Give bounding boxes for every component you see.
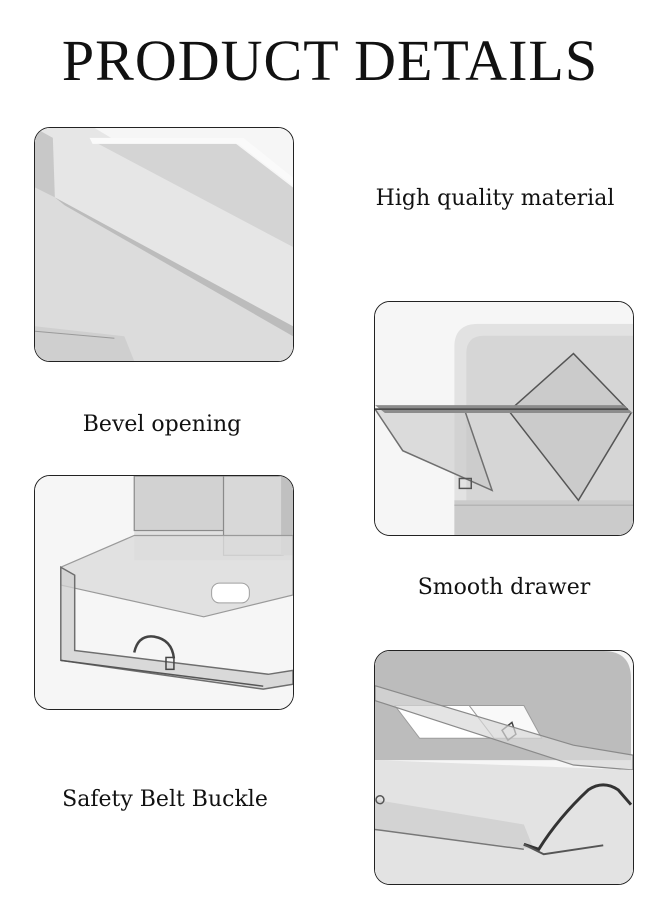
page-title: PRODUCT DETAILS xyxy=(61,28,599,93)
feature-label-bevel-opening: Bevel opening xyxy=(82,412,242,437)
feature-label-smooth-drawer: Smooth drawer xyxy=(417,575,591,600)
bevel-opening-image xyxy=(34,127,294,362)
buckle-handle-closeup-icon xyxy=(375,651,633,884)
drawer-open-closeup-icon xyxy=(375,302,633,535)
container-corner-closeup-icon xyxy=(35,476,293,709)
high-quality-material-image xyxy=(34,475,294,710)
feature-label-high-quality-material: High quality material xyxy=(375,186,615,211)
smooth-drawer-image xyxy=(374,301,634,536)
feature-label-safety-belt-buckle: Safety Belt Buckle xyxy=(62,787,268,812)
safety-belt-buckle-image xyxy=(374,650,634,885)
bevel-edge-closeup-icon xyxy=(35,128,293,361)
